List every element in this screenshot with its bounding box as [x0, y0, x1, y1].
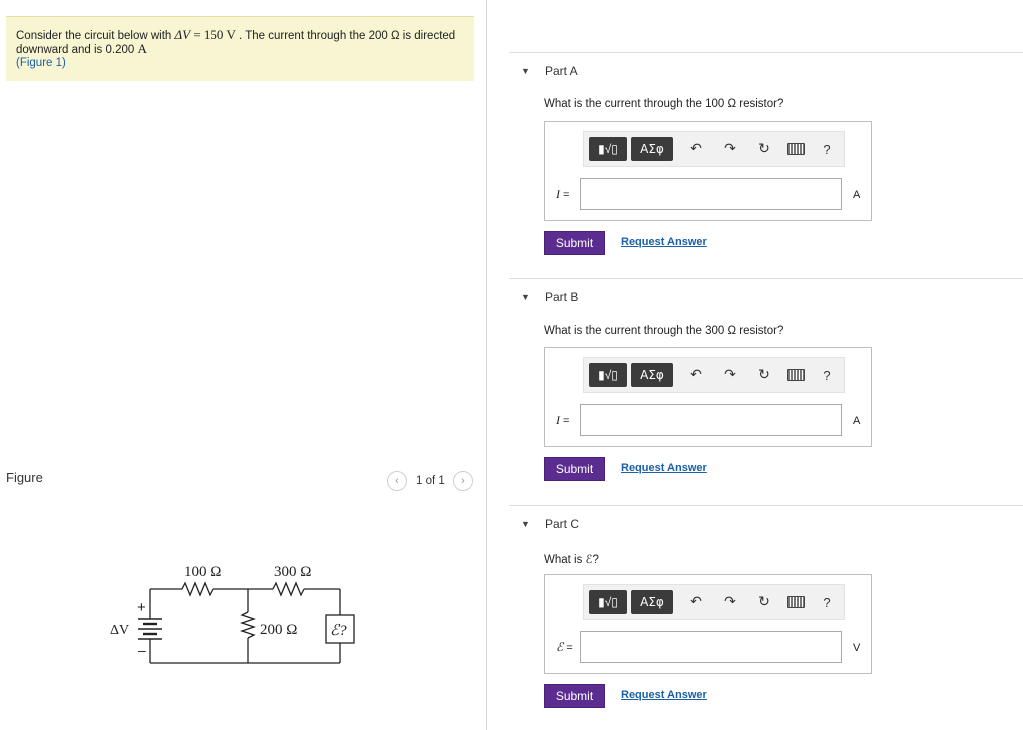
problem-text: . The current through the 200 Ω is direc… [235, 30, 456, 42]
help-icon[interactable]: ? [823, 367, 831, 383]
part-a-answer-box: ▮√▯ ΑΣφ ↶ ↷ ↻ ? I = A [544, 121, 872, 221]
reset-icon[interactable]: ↻ [758, 367, 770, 383]
reset-icon[interactable]: ↻ [758, 141, 770, 157]
help-icon[interactable]: ? [823, 141, 831, 157]
resistor-300 [272, 581, 305, 597]
undo-icon[interactable]: ↶ [690, 594, 702, 610]
templates-button[interactable]: ▮√▯ [589, 363, 627, 387]
collapse-triangle-icon: ▼ [521, 292, 530, 302]
label-delta-v: ΔV [110, 623, 129, 638]
figure-next-button[interactable]: › [453, 471, 473, 491]
keyboard-icon[interactable] [786, 139, 806, 159]
keyboard-shape [787, 143, 805, 155]
part-c-question: What is ℰ? [544, 554, 599, 566]
part-c-answer-input[interactable] [580, 631, 842, 663]
greek-symbols-button[interactable]: ΑΣφ [631, 363, 673, 387]
templates-button[interactable]: ▮√▯ [589, 137, 627, 161]
equals-sign: = [563, 642, 573, 654]
variable-symbol: I [556, 413, 560, 427]
part-b-header[interactable]: ▼ Part B [509, 278, 1023, 317]
problem-line-3: (Figure 1) [16, 56, 66, 70]
figure-prev-button[interactable]: ‹ [387, 471, 407, 491]
equals-sign: = [560, 189, 570, 201]
problem-line-2: downward and is 0.200 A [16, 42, 147, 57]
figure-title: Figure [6, 470, 43, 485]
figure-link[interactable]: (Figure 1) [16, 57, 66, 69]
voltage-value: = 150 [190, 27, 227, 42]
part-b-unit: A [853, 415, 861, 427]
redo-icon[interactable]: ↷ [724, 367, 736, 383]
part-a-question: What is the current through the 100 Ω re… [544, 98, 784, 110]
variable-symbol: ℰ [556, 640, 564, 654]
resistor-200 [239, 611, 257, 639]
part-a-answer-input[interactable] [580, 178, 842, 210]
problem-line-1: Consider the circuit below with ΔV = 150… [16, 28, 455, 43]
part-a-title: Part A [545, 64, 578, 78]
keyboard-shape [787, 369, 805, 381]
part-b-submit-button[interactable]: Submit [544, 457, 605, 481]
part-a-header[interactable]: ▼ Part A [509, 52, 1023, 91]
chevron-left-icon: ‹ [395, 475, 399, 487]
battery [138, 618, 162, 640]
label-plus: + [137, 599, 146, 616]
part-b-question: What is the current through the 300 Ω re… [544, 325, 784, 337]
delta-v-symbol: ΔV [174, 27, 191, 42]
resistor-100 [181, 581, 214, 597]
redo-icon[interactable]: ↷ [724, 594, 736, 610]
circuit-diagram: 100 Ω 300 Ω 200 Ω ℰ? ΔV + – [110, 564, 355, 664]
keyboard-shape [787, 596, 805, 608]
reset-icon[interactable]: ↻ [758, 594, 770, 610]
variable-label: I = [556, 187, 569, 202]
amp-unit: A [137, 41, 147, 56]
greek-symbols-button[interactable]: ΑΣφ [631, 590, 673, 614]
part-a-submit-button[interactable]: Submit [544, 231, 605, 255]
redo-icon[interactable]: ↷ [724, 141, 736, 157]
collapse-triangle-icon: ▼ [521, 66, 530, 76]
pane-divider [486, 0, 487, 730]
chevron-right-icon: › [461, 475, 465, 487]
volt-unit: V [226, 27, 236, 42]
part-a-request-answer-link[interactable]: Request Answer [621, 236, 707, 248]
part-b-title: Part B [545, 290, 579, 304]
undo-icon[interactable]: ↶ [690, 141, 702, 157]
greek-symbols-button[interactable]: ΑΣφ [631, 137, 673, 161]
part-b-answer-input[interactable] [580, 404, 842, 436]
part-c-header[interactable]: ▼ Part C [509, 505, 1023, 544]
keyboard-icon[interactable] [786, 365, 806, 385]
problem-statement: Consider the circuit below with ΔV = 150… [6, 16, 474, 81]
part-c-submit-button[interactable]: Submit [544, 684, 605, 708]
problem-text: downward and is 0.200 [16, 44, 138, 56]
left-pane: Consider the circuit below with ΔV = 150… [0, 0, 487, 730]
part-c-unit: V [853, 642, 861, 654]
label-r1: 100 Ω [184, 564, 221, 580]
label-r3: 200 Ω [260, 622, 297, 638]
figure-pager-label: 1 of 1 [416, 475, 445, 487]
part-c-request-answer-link[interactable]: Request Answer [621, 689, 707, 701]
math-toolbar: ▮√▯ ΑΣφ ↶ ↷ ↻ ? [583, 357, 845, 393]
label-emf: ℰ? [330, 623, 347, 639]
part-b-answer-box: ▮√▯ ΑΣφ ↶ ↷ ↻ ? I = A [544, 347, 872, 447]
undo-icon[interactable]: ↶ [690, 367, 702, 383]
part-c-title: Part C [545, 517, 580, 531]
keyboard-icon[interactable] [786, 592, 806, 612]
math-toolbar: ▮√▯ ΑΣφ ↶ ↷ ↻ ? [583, 584, 845, 620]
part-a-unit: A [853, 189, 861, 201]
templates-button[interactable]: ▮√▯ [589, 590, 627, 614]
part-b-request-answer-link[interactable]: Request Answer [621, 462, 707, 474]
variable-label: ℰ = [556, 640, 573, 655]
help-icon[interactable]: ? [823, 594, 831, 610]
label-minus: – [138, 642, 146, 658]
variable-symbol: I [556, 187, 560, 201]
equals-sign: = [560, 415, 570, 427]
collapse-triangle-icon: ▼ [521, 519, 530, 529]
variable-label: I = [556, 413, 569, 428]
math-toolbar: ▮√▯ ΑΣφ ↶ ↷ ↻ ? [583, 131, 845, 167]
problem-text: Consider the circuit below with [16, 30, 175, 42]
label-r2: 300 Ω [274, 564, 311, 580]
part-c-answer-box: ▮√▯ ΑΣφ ↶ ↷ ↻ ? ℰ = V [544, 574, 872, 674]
